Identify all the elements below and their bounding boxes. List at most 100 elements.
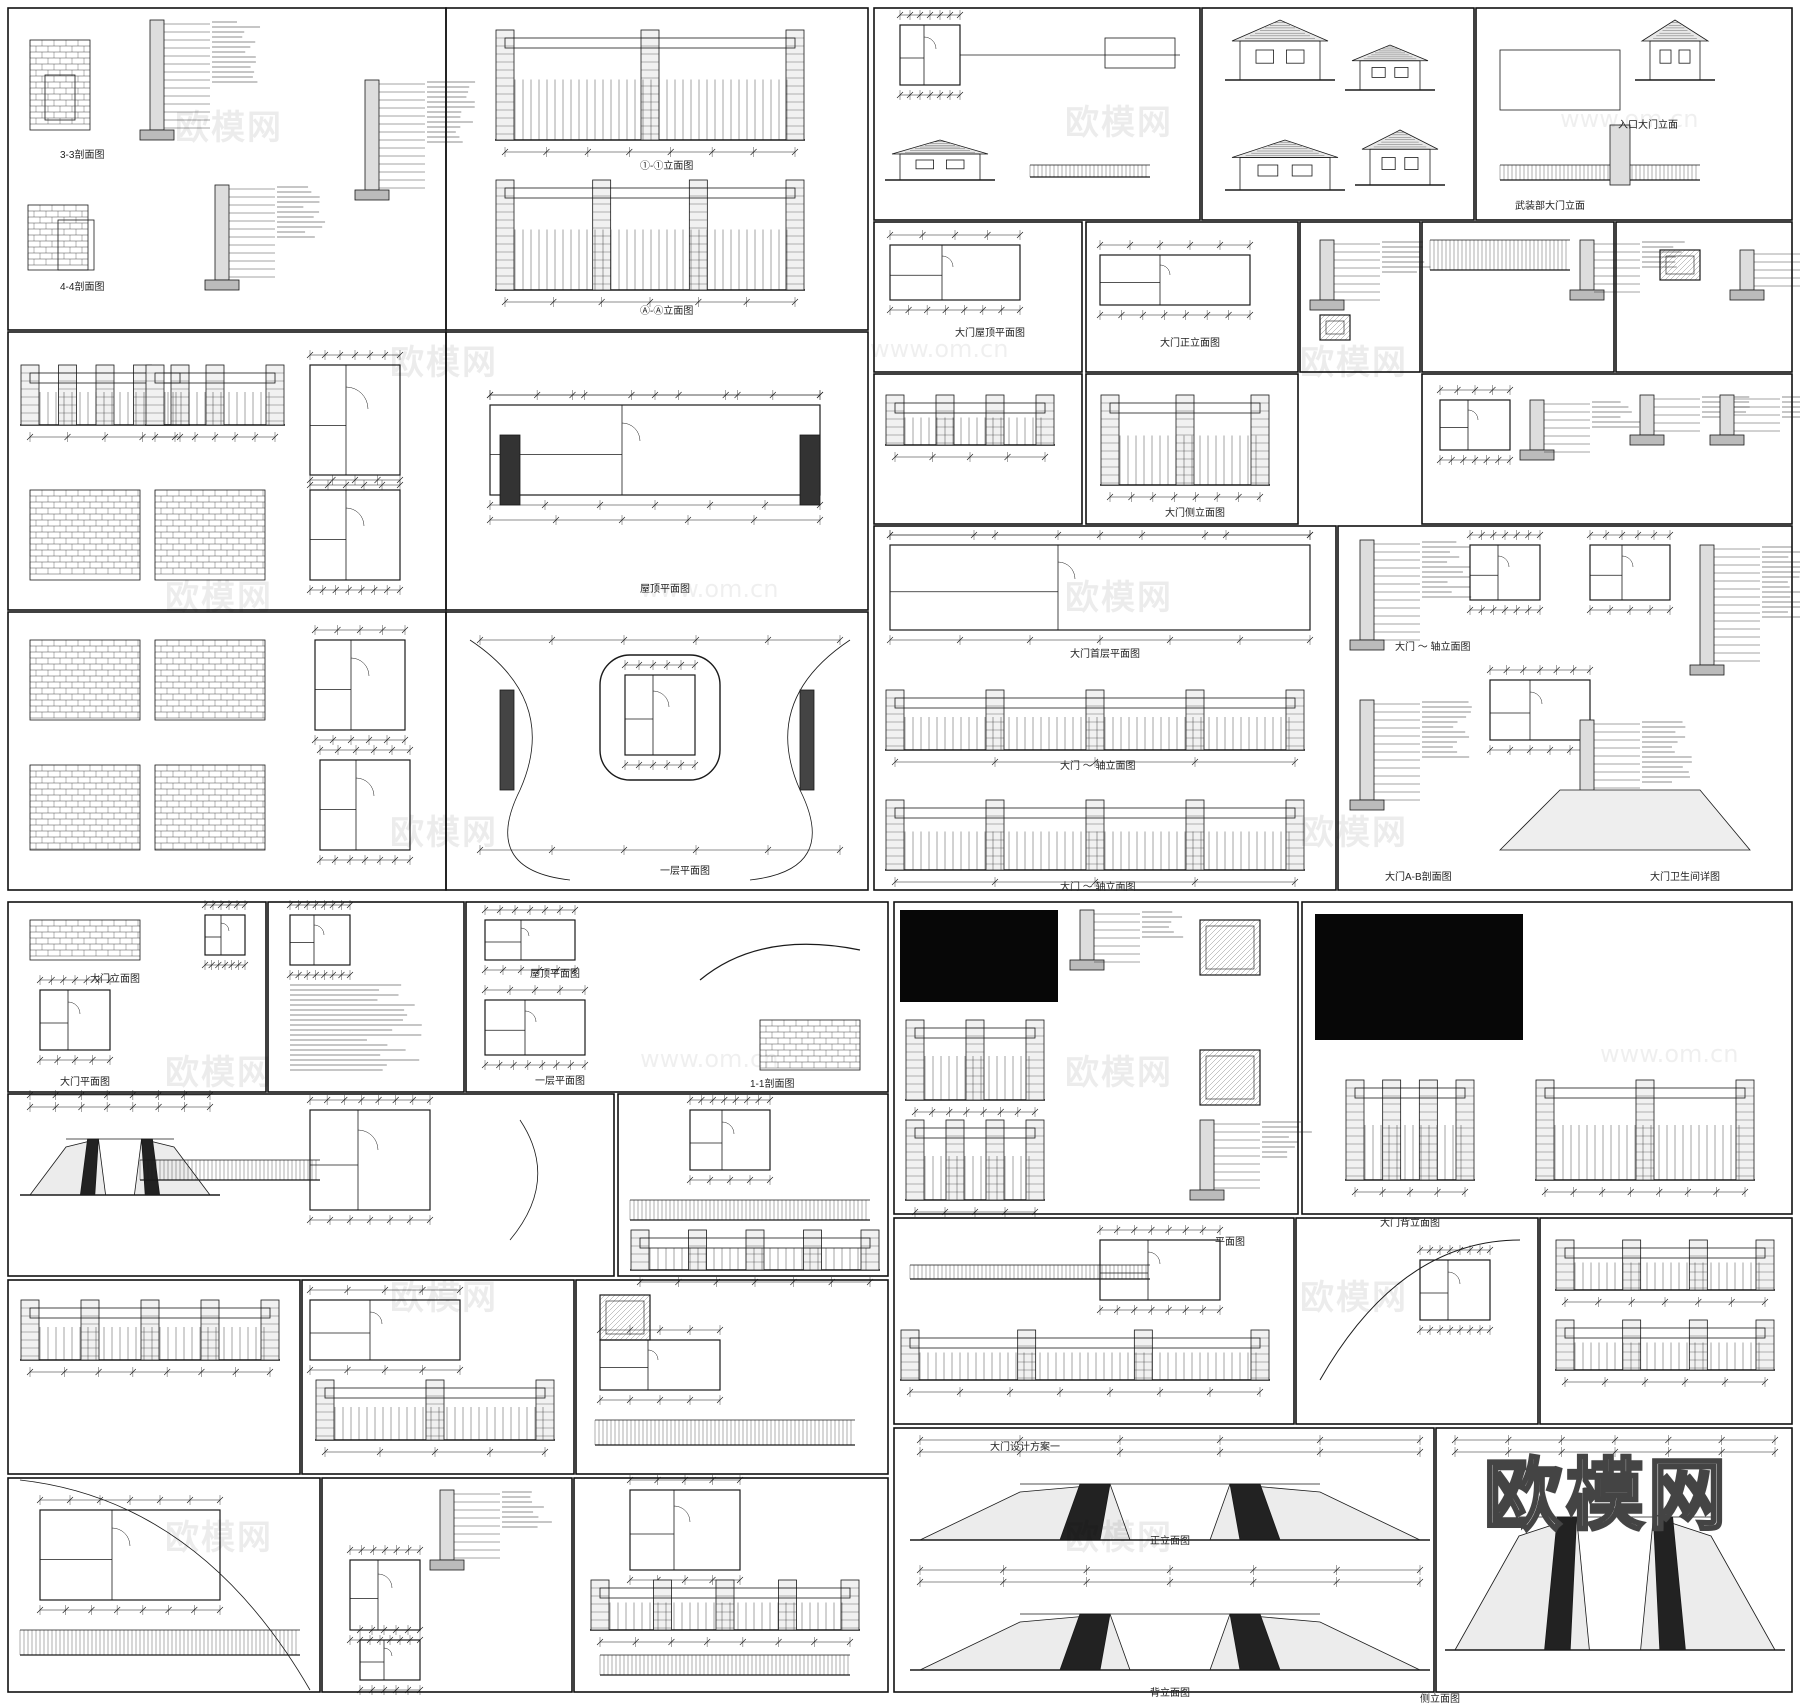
drawing-line (914, 1027, 1036, 1039)
drawing-line (624, 674, 696, 756)
dark-block (900, 910, 1058, 1002)
panel-frame (445, 611, 869, 891)
drawing-line (1199, 1049, 1206, 1056)
drawing-line (1382, 1079, 1402, 1181)
drawing-line (1099, 1239, 1221, 1301)
label-floor1-2: 一层平面图 (535, 1076, 585, 1087)
drawing-line (355, 777, 375, 797)
drawing-line (1199, 1119, 1215, 1191)
panel-frame (267, 901, 465, 1093)
drawing-line (1185, 799, 1205, 871)
drawing-line (1319, 239, 1335, 301)
drawing-line (369, 1311, 383, 1325)
drawing-line (1544, 1087, 1746, 1099)
drawing-line (1418, 1079, 1438, 1181)
drawing-line (899, 153, 981, 181)
watermark-10: 欧模网 (1065, 1053, 1173, 1093)
drawing-line (1199, 1049, 1251, 1101)
watermark-13: 欧模网 (165, 1518, 273, 1558)
panel-frame (1475, 7, 1793, 221)
drawing-line (364, 79, 380, 191)
drawing-line (29, 764, 141, 851)
panel-frame (873, 373, 1083, 525)
drawing-line (350, 657, 370, 677)
panel-frame (1299, 221, 1421, 373)
drawing-line (1555, 1319, 1575, 1371)
drawing-line (20, 1299, 40, 1361)
drawing-line (639, 1237, 871, 1249)
drawing-line (29, 39, 91, 131)
drawing-line (1199, 1049, 1236, 1086)
drawing-line (1234, 1079, 1261, 1106)
panel-frame (893, 901, 1299, 1215)
label-gate-back: 大门背立面图 (1380, 1218, 1440, 1229)
drawing-line (592, 179, 612, 291)
drawing-line (309, 1299, 461, 1361)
drawing-line (1099, 254, 1251, 306)
drawing-line (1257, 164, 1279, 177)
drawing-line (1250, 394, 1270, 486)
drawing-line (889, 544, 1311, 631)
panel-frame (7, 901, 267, 1093)
watermark-2: 欧模网 (1065, 103, 1173, 143)
drawing-line (383, 1647, 393, 1657)
drawing-line (200, 1299, 220, 1361)
label-back: 背立面图 (1150, 1688, 1190, 1699)
drawing-line (1334, 324, 1351, 341)
drawing-line (1255, 49, 1275, 64)
drawing-line (799, 689, 815, 791)
drawing-line (1159, 264, 1171, 276)
drawing-line (495, 179, 515, 291)
drawing-line (535, 1379, 555, 1441)
drawing-line (1133, 1329, 1153, 1381)
label-toilet: 大门卫生间详图 (1650, 872, 1720, 883)
label-elevA: Ⓐ-Ⓐ立面图 (640, 306, 694, 317)
drawing-line (205, 364, 225, 426)
drawing-line (154, 372, 276, 384)
drawing-line (154, 764, 266, 851)
drawing-line (1447, 1271, 1461, 1285)
watermark-12: 欧模网 (1300, 1278, 1408, 1318)
drawing-line (599, 1294, 631, 1326)
drawing-line (1085, 799, 1105, 871)
drawing-line (894, 402, 1046, 414)
drawing-line (889, 244, 1021, 301)
drawing-line (149, 19, 165, 131)
drawing-line (1659, 249, 1676, 266)
drawing-line (1291, 164, 1313, 177)
drawing-line (1359, 539, 1375, 641)
drawing-line (778, 1579, 797, 1631)
panel-frame (301, 1279, 575, 1475)
drawing-line (1285, 799, 1305, 871)
panel-frame (1337, 525, 1793, 891)
drawing-line (489, 404, 821, 496)
drawing-line (1175, 394, 1195, 486)
label-front: 正立面图 (1150, 1536, 1190, 1547)
drawing-line (1079, 909, 1095, 961)
panel-frame (873, 525, 1337, 891)
drawing-line (1199, 919, 1256, 976)
drawing-line (1659, 249, 1686, 276)
drawing-line (425, 1379, 445, 1441)
drawing-line (1214, 929, 1261, 976)
drawing-line (1204, 1049, 1261, 1106)
label-scheme: 大门设计方案一 (990, 1442, 1060, 1453)
drawing-line (140, 1299, 160, 1361)
drawing-line (1659, 249, 1666, 256)
watermark-3: 欧模网 (390, 343, 498, 383)
drawing-line (1214, 1059, 1261, 1106)
panel-frame (893, 1427, 1435, 1693)
drawing-line (1679, 259, 1701, 281)
drawing-line (1199, 1049, 1246, 1096)
drawing-line (644, 1334, 651, 1341)
drawing-line (429, 1559, 465, 1571)
drawing-line (1345, 1079, 1365, 1181)
drawing-line (1205, 1055, 1255, 1100)
label-elev11: ①-①立面图 (640, 161, 694, 172)
drawing-line (1564, 1247, 1766, 1259)
drawing-line (1639, 394, 1655, 436)
drawing-line (1199, 1049, 1216, 1066)
drawing-line (1467, 409, 1479, 421)
drawing-line (1719, 394, 1735, 436)
